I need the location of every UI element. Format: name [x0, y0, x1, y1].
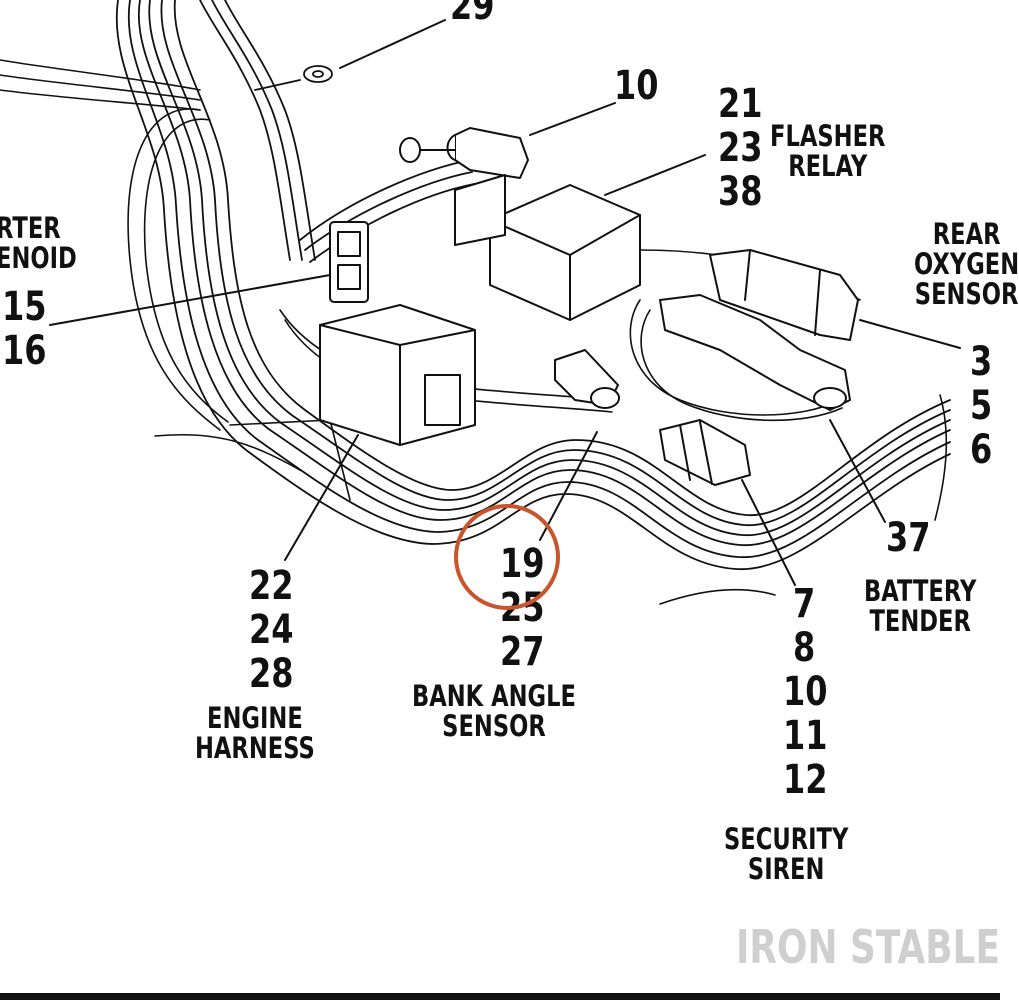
callout-24: 24 [249, 607, 294, 653]
flasher-relay-box [454, 174, 641, 321]
callout-16: 16 [2, 328, 47, 374]
callout-28: 28 [249, 651, 294, 697]
label-starter-solenoid: RTER ENOID [0, 211, 77, 276]
relay-block [319, 304, 476, 446]
callout-11: 11 [783, 713, 828, 759]
callout-10-top: 10 [614, 63, 659, 109]
callout-27: 27 [500, 629, 545, 675]
bank-angle-plug [554, 349, 620, 409]
callout-21: 21 [718, 81, 763, 127]
callout-29: 29 [450, 0, 495, 29]
leader-lines [49, 19, 961, 586]
callout-6: 6 [970, 427, 993, 473]
label-security-siren: SECURITY SIREN [724, 822, 849, 887]
label-battery-tender: BATTERY TENDER [864, 574, 977, 639]
callout-38: 38 [718, 169, 763, 215]
solenoid-connector [329, 221, 369, 303]
callout-10-bottom: 10 [783, 669, 828, 715]
ring-terminal [254, 65, 333, 91]
siren-connector [659, 419, 751, 486]
callout-19: 19 [500, 541, 545, 587]
main-harness-bundle [115, 0, 951, 570]
callout-25: 25 [500, 585, 545, 631]
callout-23: 23 [718, 125, 763, 171]
callout-3: 3 [970, 339, 993, 385]
callout-22: 22 [249, 563, 294, 609]
label-engine-harness: ENGINE HARNESS [195, 701, 315, 766]
watermark-logo: IRON STABLE [736, 920, 1001, 974]
oxygen-connector [709, 249, 859, 341]
callout-5: 5 [970, 383, 993, 429]
top-connector [399, 127, 529, 179]
upper-branch [199, 0, 475, 263]
bottom-border [0, 993, 1000, 1000]
callout-37: 37 [886, 515, 931, 561]
callout-8: 8 [793, 625, 816, 671]
callout-12: 12 [783, 757, 828, 803]
battery-tender-plug [659, 294, 851, 411]
callout-7: 7 [793, 581, 816, 627]
label-rear-oxygen-sensor: REAR OXYGEN SENSOR [914, 217, 1019, 312]
label-bank-angle-sensor: BANK ANGLE SENSOR [412, 679, 576, 744]
label-flasher-relay: FLASHER RELAY [770, 119, 886, 184]
callout-15: 15 [2, 284, 47, 330]
